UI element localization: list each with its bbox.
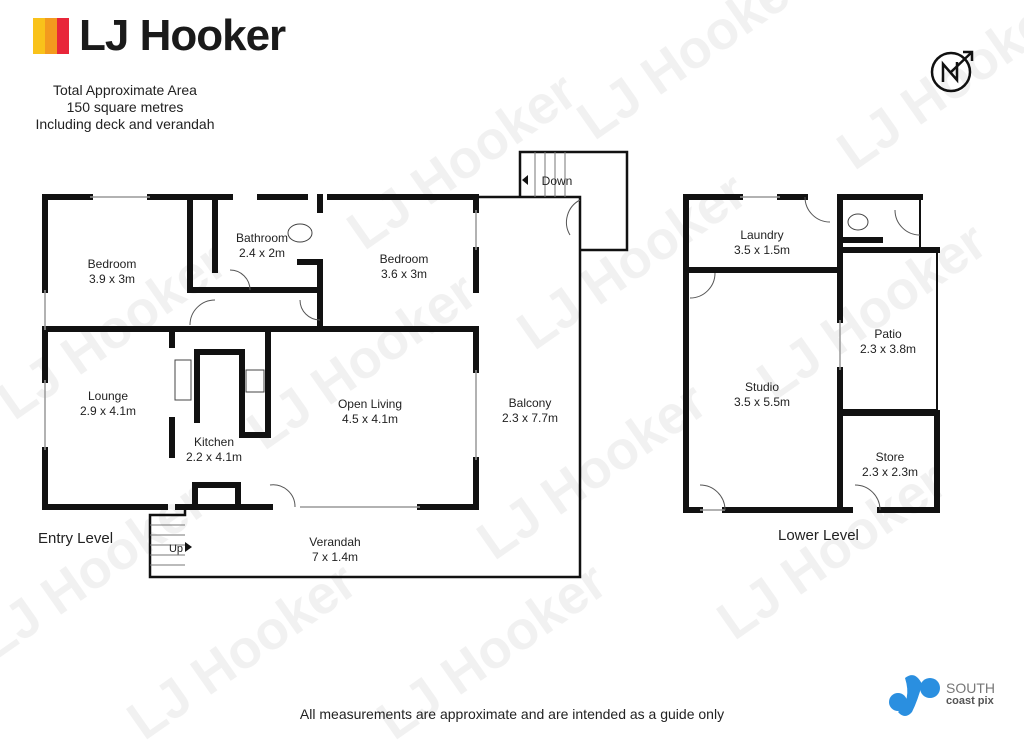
floor-plan <box>42 50 974 716</box>
credit-line: coast pix <box>946 695 994 707</box>
doors <box>189 199 581 508</box>
lower-doors <box>689 196 921 511</box>
arrow-icon <box>522 175 528 185</box>
lower-level-title: Lower Level <box>778 527 859 544</box>
lower-windows <box>700 196 841 511</box>
entry-level-title: Entry Level <box>38 530 114 547</box>
sink-icon <box>174 359 192 401</box>
logo-text: LJ Hooker <box>79 11 286 60</box>
brand-logo: LJ Hooker <box>33 11 286 60</box>
footer-disclaimer: All measurements are approximate and are… <box>299 706 725 722</box>
stairs-down <box>534 152 566 197</box>
credit-text: SOUTH coast pix <box>946 680 995 708</box>
logo-stripes <box>33 18 69 54</box>
entry-level-outline <box>148 150 629 579</box>
area-line: Including deck and verandah <box>35 116 215 132</box>
stairs-down-label: Down <box>541 174 573 188</box>
stairs-up <box>150 524 185 566</box>
stairs-up-label: Up <box>168 543 184 555</box>
area-line: 150 square metres <box>66 99 184 115</box>
entry-level-walls <box>42 194 479 510</box>
credit-line: SOUTH <box>946 680 995 696</box>
total-area: Total Approximate Area 150 square metres… <box>20 82 230 133</box>
south-coast-pix-logo <box>889 675 940 716</box>
compass-icon <box>930 50 974 93</box>
lower-level-walls <box>683 194 940 513</box>
toilet-icon <box>847 213 869 231</box>
area-line: Total Approximate Area <box>53 82 197 98</box>
arrow-icon <box>185 542 192 552</box>
windows <box>44 196 477 508</box>
lower-level-outline <box>840 197 938 413</box>
toilet-icon <box>287 223 313 243</box>
stove-icon <box>245 369 265 393</box>
